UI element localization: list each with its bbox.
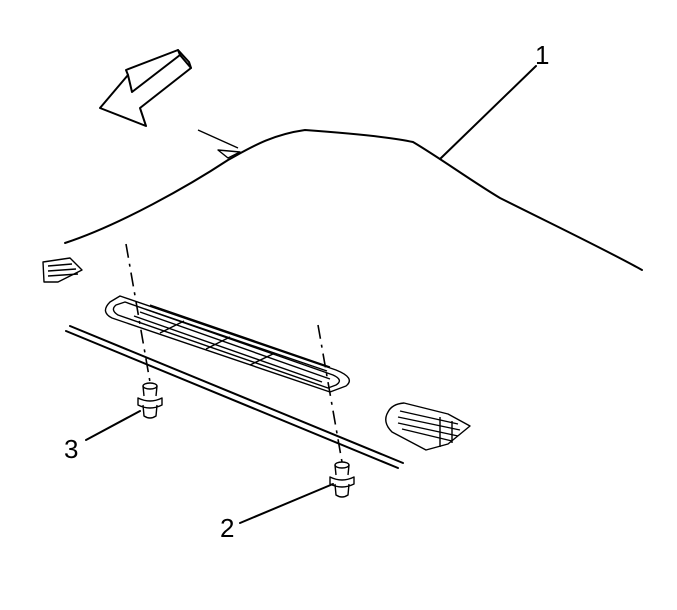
headliner-edge-lines [65,325,404,469]
push-clip-icon [329,461,355,498]
left-vent [42,257,83,283]
callout-3: 3 [64,434,78,464]
direction-arrow-icon [99,49,192,127]
leader-lines [85,65,537,524]
center-vent [104,295,350,393]
right-vent [385,402,471,451]
callout-1: 1 [535,40,549,70]
callout-2: 2 [220,513,234,543]
install-guide-lines [125,243,343,463]
push-clip-icon [137,382,163,419]
headliner-panel [64,129,643,271]
